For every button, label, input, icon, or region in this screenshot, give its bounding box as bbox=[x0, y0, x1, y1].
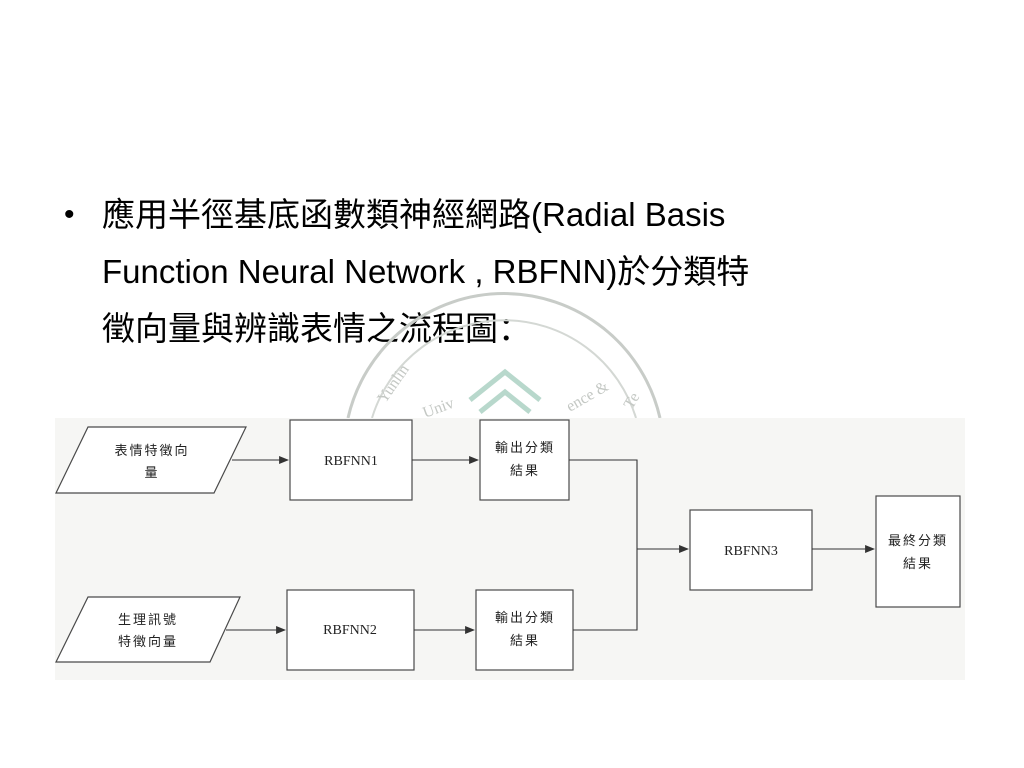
svg-text:表情特徵向: 表情特徵向 bbox=[114, 443, 189, 459]
svg-text:RBFNN3: RBFNN3 bbox=[724, 544, 778, 559]
svg-text:生理訊號: 生理訊號 bbox=[118, 613, 178, 628]
merge-line bbox=[569, 459, 638, 631]
university-seal-watermark: Yunlin Univ ence & Te bbox=[346, 292, 662, 422]
svg-text:特徵向量: 特徵向量 bbox=[118, 634, 178, 650]
svg-text:Te: Te bbox=[621, 390, 644, 412]
svg-text:最終分類: 最終分類 bbox=[888, 533, 948, 549]
svg-text:輸出分類: 輸出分類 bbox=[495, 611, 555, 626]
bullet-line-2: Function Neural Network , RBFNN)於分類特 bbox=[102, 253, 750, 290]
input-physiological-feature-vector: 生理訊號 特徵向量 bbox=[55, 596, 241, 663]
final-classification-result-box: 最終分類 結果 bbox=[875, 495, 961, 608]
output1-classification-result-box: 輸出分類 結果 bbox=[479, 419, 570, 501]
bullet-line-1: 應用半徑基底函數類神經網路(Radial Basis bbox=[102, 196, 726, 233]
svg-text:RBFNN1: RBFNN1 bbox=[324, 454, 378, 469]
svg-text:量: 量 bbox=[144, 466, 159, 481]
bullet-dot-icon: • bbox=[64, 198, 75, 231]
bullet-text: 應用半徑基底函數類神經網路(Radial Basis Function Neur… bbox=[102, 186, 932, 357]
svg-text:ence &: ence & bbox=[564, 378, 613, 416]
rbfnn2-box: RBFNN2 bbox=[286, 589, 415, 671]
bullet-line-3: 徵向量與辨識表情之流程圖： bbox=[102, 310, 531, 347]
svg-text:結果: 結果 bbox=[510, 464, 540, 479]
svg-text:結果: 結果 bbox=[510, 634, 540, 649]
rbfnn1-box: RBFNN1 bbox=[289, 419, 413, 501]
svg-text:結果: 結果 bbox=[903, 557, 933, 572]
output2-classification-result-box: 輸出分類 結果 bbox=[475, 589, 574, 671]
input-facial-feature-vector: 表情特徵向 量 bbox=[55, 426, 247, 494]
svg-text:RBFNN2: RBFNN2 bbox=[323, 623, 377, 638]
svg-text:Yunlin: Yunlin bbox=[374, 362, 412, 407]
connector-arrows bbox=[226, 456, 875, 634]
svg-text:輸出分類: 輸出分類 bbox=[495, 441, 555, 456]
rbfnn3-box: RBFNN3 bbox=[689, 509, 813, 591]
svg-text:Univ: Univ bbox=[421, 395, 457, 422]
